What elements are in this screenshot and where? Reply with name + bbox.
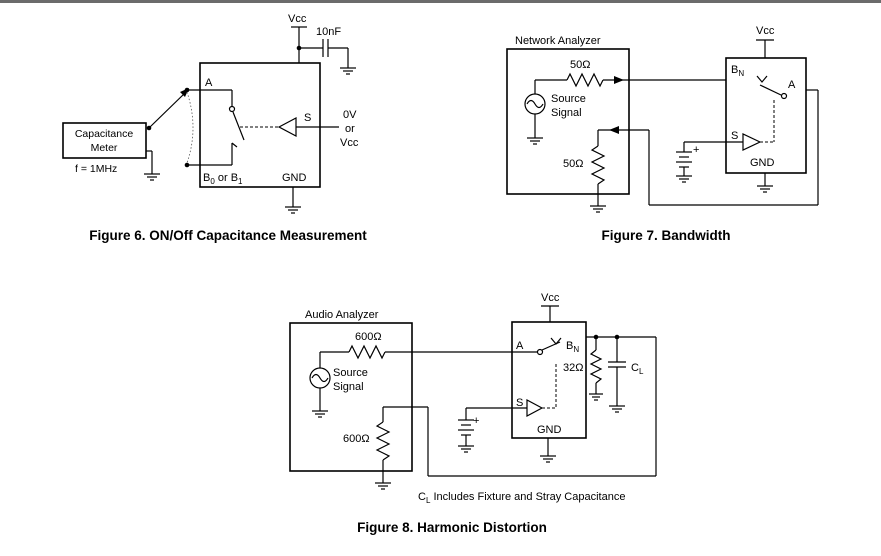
fig6-pin-b-label: B0 or B1 bbox=[203, 172, 243, 186]
fig6-switch-pivot bbox=[228, 105, 236, 113]
fig6-device-ground-icon bbox=[285, 206, 301, 214]
fig6-vcc-label: Vcc bbox=[288, 13, 307, 25]
fig8-vcc-label: Vcc bbox=[541, 292, 560, 304]
fig7-pin-a-label: A bbox=[788, 79, 796, 91]
fig8-battery-icon bbox=[458, 419, 474, 436]
page-top-rule bbox=[0, 0, 881, 3]
fig8-audio-analyzer-box bbox=[289, 322, 413, 472]
fig8-pin-a-label: A bbox=[516, 340, 524, 352]
figure-6: Vcc 10nF A S 0V or Vcc bbox=[62, 13, 367, 243]
fig8-note: CL Includes Fixture and Stray Capacitanc… bbox=[418, 491, 625, 505]
fig8-termination-resistor bbox=[589, 349, 603, 384]
fig6-pin-s-label: S bbox=[304, 112, 311, 124]
fig8-gnd-label: GND bbox=[537, 424, 562, 436]
fig7-source-ground-icon bbox=[527, 137, 543, 145]
fig6-pin-a-label: A bbox=[205, 77, 213, 89]
fig8-source-line1: Source bbox=[333, 367, 368, 379]
fig8-rterm-ground-icon bbox=[589, 393, 603, 401]
fig7-source-line1: Source bbox=[551, 93, 586, 105]
fig7-device-ground-icon bbox=[757, 185, 773, 193]
fig6-gnd-label: GND bbox=[282, 172, 307, 184]
figure-7: Network Analyzer Source Signal 50Ω 50Ω bbox=[506, 25, 819, 243]
fig8-switch-box bbox=[511, 321, 587, 439]
fig8-cl-label: CL bbox=[631, 362, 644, 376]
fig8-pin-s-label: S bbox=[516, 397, 523, 409]
fig8-rs-label: 600Ω bbox=[355, 331, 382, 343]
fig6-cap-ground-icon bbox=[340, 67, 356, 75]
fig8-instrument-label: Audio Analyzer bbox=[305, 309, 379, 321]
fig7-switch-box bbox=[725, 57, 807, 174]
fig7-instrument-label: Network Analyzer bbox=[515, 35, 601, 47]
fig6-cap-value: 10nF bbox=[316, 26, 341, 38]
fig6-ctl-vcc: Vcc bbox=[340, 137, 359, 149]
fig6-switch-blade bbox=[232, 111, 245, 141]
fig8-switch-pivot bbox=[536, 348, 544, 356]
fig7-gnd-label: GND bbox=[750, 157, 775, 169]
fig6-control-buffer bbox=[277, 117, 297, 137]
fig7-in-arrow-icon bbox=[609, 126, 619, 134]
fig8-load-resistor bbox=[375, 421, 391, 461]
fig8-pin-bn-label: BN bbox=[566, 340, 579, 354]
fig7-load-resistor bbox=[590, 145, 606, 185]
fig6-ctl-or: or bbox=[345, 123, 355, 135]
fig8-control-buffer bbox=[526, 399, 544, 417]
fig7-caption: Figure 7. Bandwidth bbox=[601, 228, 730, 243]
fig7-control-buffer bbox=[742, 133, 762, 151]
fig7-out-arrow-icon bbox=[614, 76, 624, 84]
fig6-probe-wire bbox=[149, 91, 187, 128]
fig8-device-ground-icon bbox=[540, 455, 556, 463]
fig6-probe-alt-path bbox=[186, 91, 194, 164]
fig8-cl-ground-icon bbox=[609, 405, 625, 413]
fig6-meter-line1: Capacitance bbox=[75, 128, 134, 140]
fig6-caption: Figure 6. ON/Off Capacitance Measurement bbox=[89, 228, 367, 243]
fig7-rl-label: 50Ω bbox=[563, 158, 583, 170]
fig7-battery-icon bbox=[676, 151, 692, 168]
fig6-switch-box bbox=[199, 62, 321, 188]
fig7-battery-ground-icon bbox=[676, 175, 692, 183]
fig8-battery-plus: + bbox=[473, 415, 479, 427]
fig7-switch-blade bbox=[759, 84, 782, 96]
fig7-source-resistor bbox=[566, 72, 604, 88]
fig6-ctl-0v: 0V bbox=[343, 109, 357, 121]
fig7-pin-bn-label: BN bbox=[731, 64, 744, 78]
fig7-switch-pivot bbox=[780, 92, 788, 100]
fig8-source-resistor bbox=[348, 344, 386, 360]
fig7-vcc-label: Vcc bbox=[756, 25, 775, 37]
fig7-load-ground-icon bbox=[590, 205, 606, 213]
fig8-rterm-label: 32Ω bbox=[563, 362, 583, 374]
fig6-frequency: f = 1MHz bbox=[75, 163, 117, 175]
fig8-caption: Figure 8. Harmonic Distortion bbox=[357, 520, 547, 535]
fig7-rs-label: 50Ω bbox=[570, 59, 590, 71]
fig6-meter-ground-icon bbox=[144, 173, 160, 181]
fig8-rl-label: 600Ω bbox=[343, 433, 370, 445]
fig7-network-analyzer-box bbox=[506, 48, 630, 195]
figure-8: Audio Analyzer Source Signal 600Ω 600Ω bbox=[289, 292, 657, 535]
fig7-source-line2: Signal bbox=[551, 107, 582, 119]
fig8-load-ground-icon bbox=[375, 482, 391, 490]
fig7-pin-s-label: S bbox=[731, 130, 738, 142]
fig6-probe-arrow-icon bbox=[180, 88, 189, 97]
fig6-capacitance-meter bbox=[62, 122, 147, 159]
fig7-battery-plus: + bbox=[693, 144, 699, 156]
fig8-battery-ground-icon bbox=[458, 445, 474, 453]
fig8-source-ground-icon bbox=[312, 410, 328, 418]
fig6-meter-line2: Meter bbox=[91, 142, 118, 154]
fig8-source-line2: Signal bbox=[333, 381, 364, 393]
